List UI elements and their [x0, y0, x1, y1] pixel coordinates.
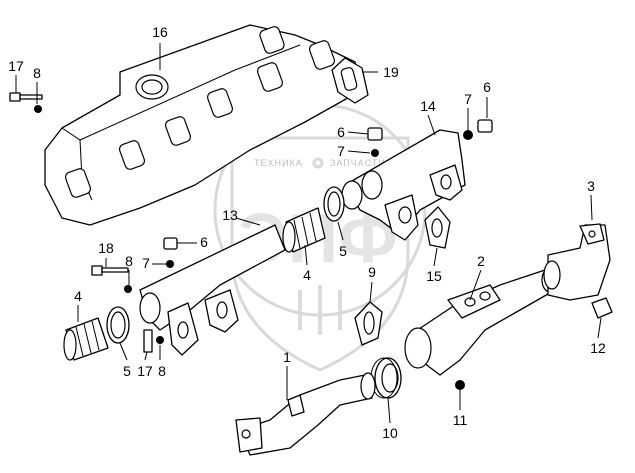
callouts: 16 17 8 19 14 7 6 6 7 13 5 3 18 6 8 7 4 …	[8, 24, 606, 441]
part-19-gasket	[331, 57, 369, 104]
part-16-upper-manifold	[44, 24, 363, 226]
part-4-bellows-left	[63, 317, 109, 361]
part-5-seal-ring-mid	[323, 186, 345, 222]
part-17-bolt-lower	[143, 329, 164, 353]
callout-18: 18	[98, 240, 114, 256]
part-7-washer-left	[166, 260, 174, 268]
watermark-wheat-icon	[298, 285, 342, 335]
callout-1: 1	[283, 349, 291, 365]
watermark-left-text: ТЕХНИКА	[254, 158, 303, 168]
callout-14: 14	[420, 98, 436, 114]
callout-7-mid: 7	[337, 143, 345, 159]
part-6-plug-mid	[367, 127, 383, 141]
callout-6-left: 6	[200, 234, 208, 250]
callout-15: 15	[426, 268, 442, 284]
callout-9: 9	[368, 264, 376, 280]
part-7-washer-mid	[371, 149, 379, 157]
part-4-bellows-mid	[282, 207, 326, 253]
callout-13: 13	[222, 207, 238, 223]
callout-7-right: 7	[464, 91, 472, 107]
part-7-washer-right	[463, 130, 473, 140]
part-14-manifold-section	[341, 119, 493, 241]
callout-3: 3	[587, 178, 595, 194]
callout-2: 2	[477, 253, 485, 269]
part-10-clamp	[370, 357, 402, 399]
callout-4-left: 4	[74, 288, 82, 304]
part-5-seal-ring-left	[106, 306, 130, 344]
part-6-plug-right	[477, 119, 493, 133]
part-2-connecting-pipe	[404, 267, 559, 376]
callout-16: 16	[152, 24, 168, 40]
callout-5-left: 5	[123, 363, 131, 379]
callout-6-mid: 6	[337, 124, 345, 140]
part-8-washer-upper	[34, 105, 42, 113]
callout-8-left: 8	[125, 253, 133, 269]
watermark-right-text: ЗАПЧАСТИ	[330, 158, 386, 168]
part-6-plug-left	[163, 237, 178, 250]
callout-8-upper: 8	[33, 65, 41, 81]
part-8-washer-left	[124, 285, 132, 293]
part-18-bolt	[91, 265, 132, 293]
part-11-nut	[455, 380, 465, 390]
callout-17-upper: 17	[8, 58, 24, 74]
callout-7-left: 7	[142, 255, 150, 271]
callout-17-lower: 17	[137, 363, 153, 379]
leader-lines	[15, 43, 602, 424]
callout-19: 19	[383, 64, 399, 80]
manifold-16-port-flanges	[64, 26, 336, 198]
part-17-bolt-upper	[9, 92, 43, 113]
part-9-gasket	[354, 301, 383, 346]
watermark-gear-icon	[312, 157, 324, 169]
watermark-shield	[230, 136, 410, 372]
callout-6-right: 6	[483, 79, 491, 95]
part-1-bent-pipe	[235, 372, 376, 456]
callout-5-mid: 5	[339, 243, 347, 259]
callout-4-mid: 4	[303, 267, 311, 283]
part-8-washer-lower	[156, 336, 164, 344]
callout-12: 12	[590, 340, 606, 356]
part-15-gasket	[424, 206, 451, 249]
part-12-sleeve	[591, 297, 613, 319]
callout-10: 10	[382, 425, 398, 441]
callout-11: 11	[453, 412, 468, 428]
callout-8-lower: 8	[158, 363, 166, 379]
part-13-exhaust-pipe	[139, 224, 286, 356]
part-3-elbow	[543, 223, 611, 301]
